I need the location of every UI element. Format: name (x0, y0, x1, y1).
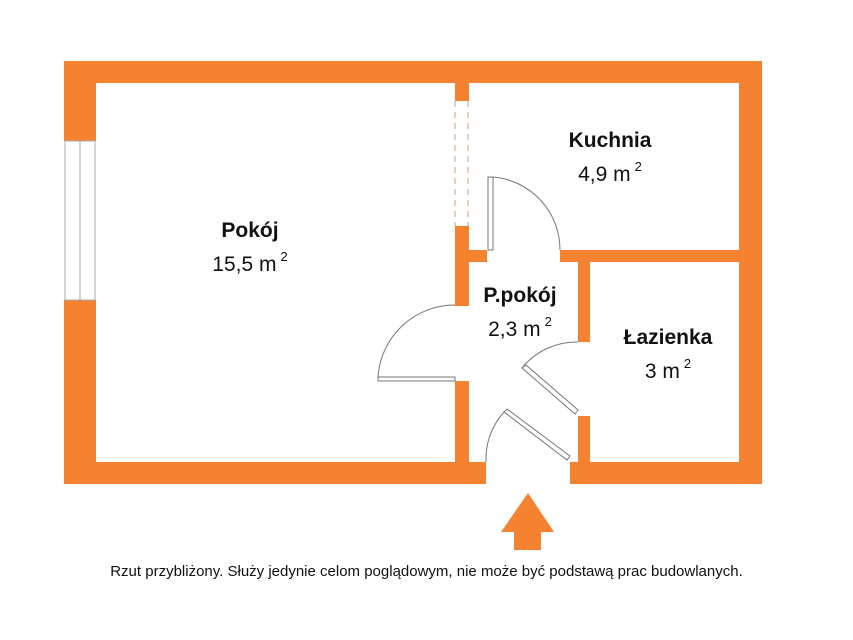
room-name: Łazienka (623, 326, 713, 349)
room-name: P.pokój (483, 284, 557, 307)
room-name: Pokój (221, 219, 279, 242)
wall-opening (454, 101, 469, 226)
walls (64, 61, 762, 484)
room-name: Kuchnia (568, 129, 652, 152)
entrance-arrow-icon (501, 493, 554, 550)
disclaimer: Rzut przybliżony. Służy jedynie celom po… (110, 563, 743, 580)
doors (377, 176, 579, 463)
window (64, 140, 96, 301)
